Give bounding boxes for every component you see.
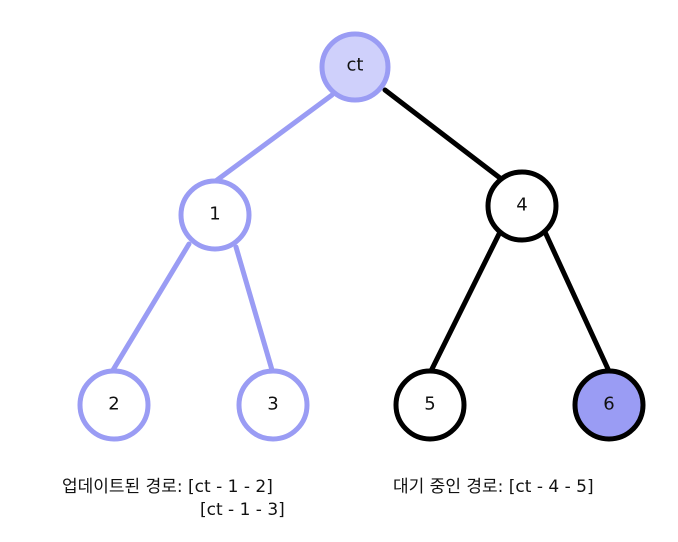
updated-path-label: 업데이트된 경로: [62, 477, 183, 497]
node-1-label: 1 [209, 204, 220, 225]
node-ct: ct [319, 31, 391, 103]
node-ct-label: ct [347, 55, 364, 76]
node-5: 5 [393, 368, 467, 442]
edge-ct-1 [210, 92, 335, 186]
updated-path-caption-2: [ct - 1 - 3] [200, 500, 285, 520]
node-6-label: 6 [603, 394, 614, 415]
node-1: 1 [178, 178, 252, 252]
edge-1-2 [110, 241, 192, 373]
edge-ct-4 [382, 87, 503, 181]
waiting-path-caption: 대기 중인 경로: [ct - 4 - 5] [393, 472, 594, 497]
node-4: 4 [485, 169, 559, 243]
node-5-label: 5 [424, 394, 435, 415]
edge-1-3 [233, 244, 275, 373]
node-6: 6 [572, 368, 646, 442]
node-3: 3 [236, 368, 310, 442]
node-2: 2 [77, 368, 151, 442]
waiting-path: [ct - 4 - 5] [508, 477, 594, 497]
edge-4-6 [542, 229, 611, 372]
updated-path-1: [ct - 1 - 2] [188, 477, 273, 497]
node-2-label: 2 [108, 394, 119, 415]
updated-path-2: [ct - 1 - 3] [200, 500, 285, 520]
edge-4-5 [428, 229, 503, 374]
waiting-path-label: 대기 중인 경로: [393, 477, 504, 497]
node-3-label: 3 [267, 394, 278, 415]
node-4-label: 4 [516, 195, 527, 216]
updated-path-caption: 업데이트된 경로: [ct - 1 - 2] [62, 472, 273, 497]
